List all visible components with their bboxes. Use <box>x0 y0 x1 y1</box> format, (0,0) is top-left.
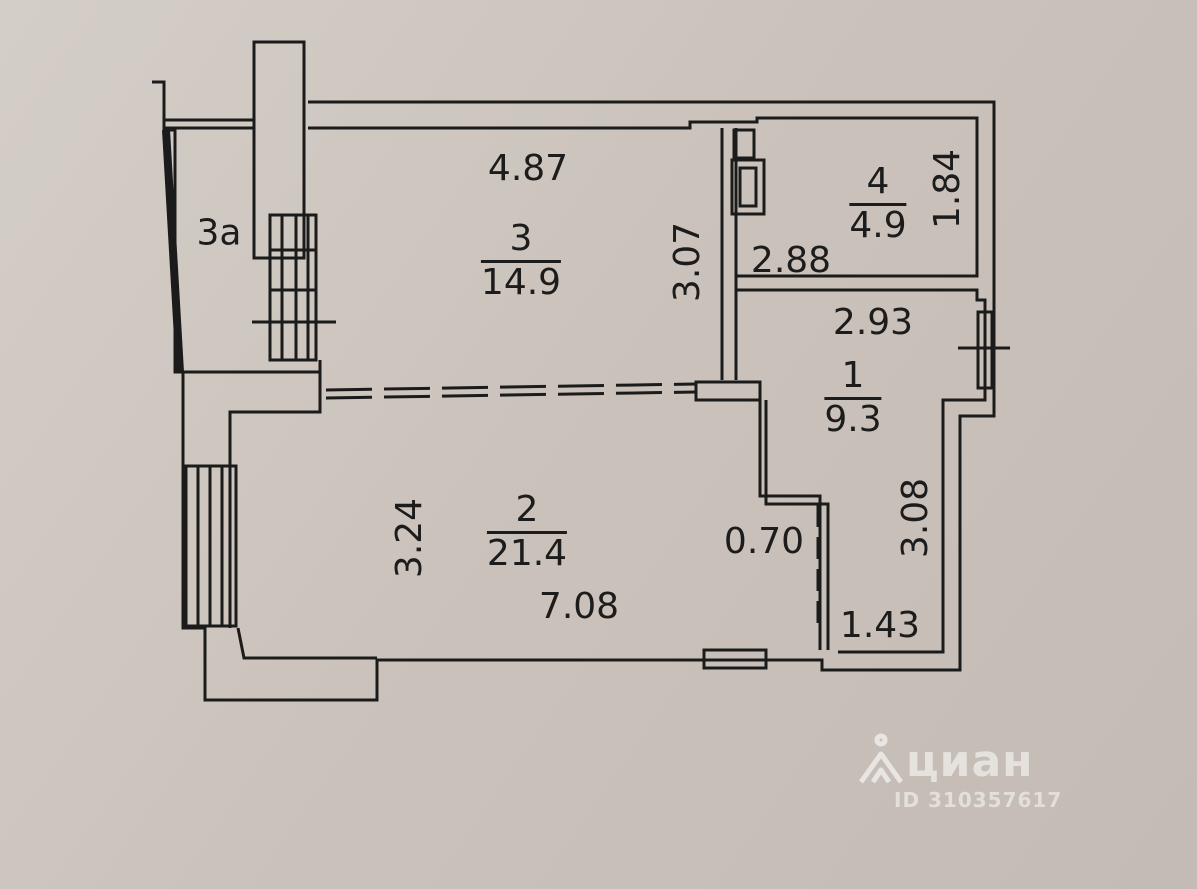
passage-width-label: 0.70 <box>723 521 805 562</box>
room1-area: 9.3 <box>824 399 882 440</box>
room2-area: 21.4 <box>486 533 568 574</box>
room3-depth-label: 3.07 <box>667 221 708 303</box>
balcony-room-wall <box>180 370 322 628</box>
room1-door <box>976 310 994 390</box>
room1-depth-label: 3.08 <box>895 477 936 559</box>
room2-bottom-wall <box>236 627 377 660</box>
room1-width-label: 2.93 <box>832 302 914 343</box>
room2-number: 2 <box>486 492 568 534</box>
room3-width-label: 4.87 <box>487 148 569 189</box>
room2-label: 2 21.4 <box>486 492 568 574</box>
room1-number: 1 <box>824 358 882 400</box>
room3-number: 3 <box>480 221 562 263</box>
cian-brand-text: циан <box>906 736 1034 787</box>
room2-bottom-window <box>702 648 768 670</box>
room4-area: 4.9 <box>849 205 907 246</box>
zone-divider <box>325 382 697 400</box>
bath-fixture-3 <box>738 166 758 208</box>
room3-label: 3 14.9 <box>480 221 562 303</box>
balcony-column <box>252 40 306 260</box>
listing-id-text: ID 310357617 <box>894 788 1063 812</box>
room4-depth-label: 1.84 <box>927 148 968 230</box>
cian-logo-icon <box>858 733 904 784</box>
room4-label: 4 4.9 <box>849 164 907 246</box>
cian-watermark: циан ID 310357617 <box>858 724 1088 814</box>
bath-fixture <box>732 128 756 160</box>
room2-depth-label: 3.24 <box>389 497 430 579</box>
room1-niche-label: 1.43 <box>839 605 921 646</box>
balcony-glazing <box>164 118 254 130</box>
room1-label: 1 9.3 <box>824 358 882 440</box>
room2-width-label: 7.08 <box>538 586 620 627</box>
bath-fixture-2 <box>730 158 766 216</box>
room3-area: 14.9 <box>480 262 562 303</box>
room4-number: 4 <box>849 164 907 206</box>
outer-wall <box>152 80 996 702</box>
corridor-wall <box>694 380 762 402</box>
balcony-door <box>268 213 318 362</box>
room-3a-label: 3а <box>196 212 242 254</box>
room4-width-label: 2.88 <box>750 240 832 281</box>
